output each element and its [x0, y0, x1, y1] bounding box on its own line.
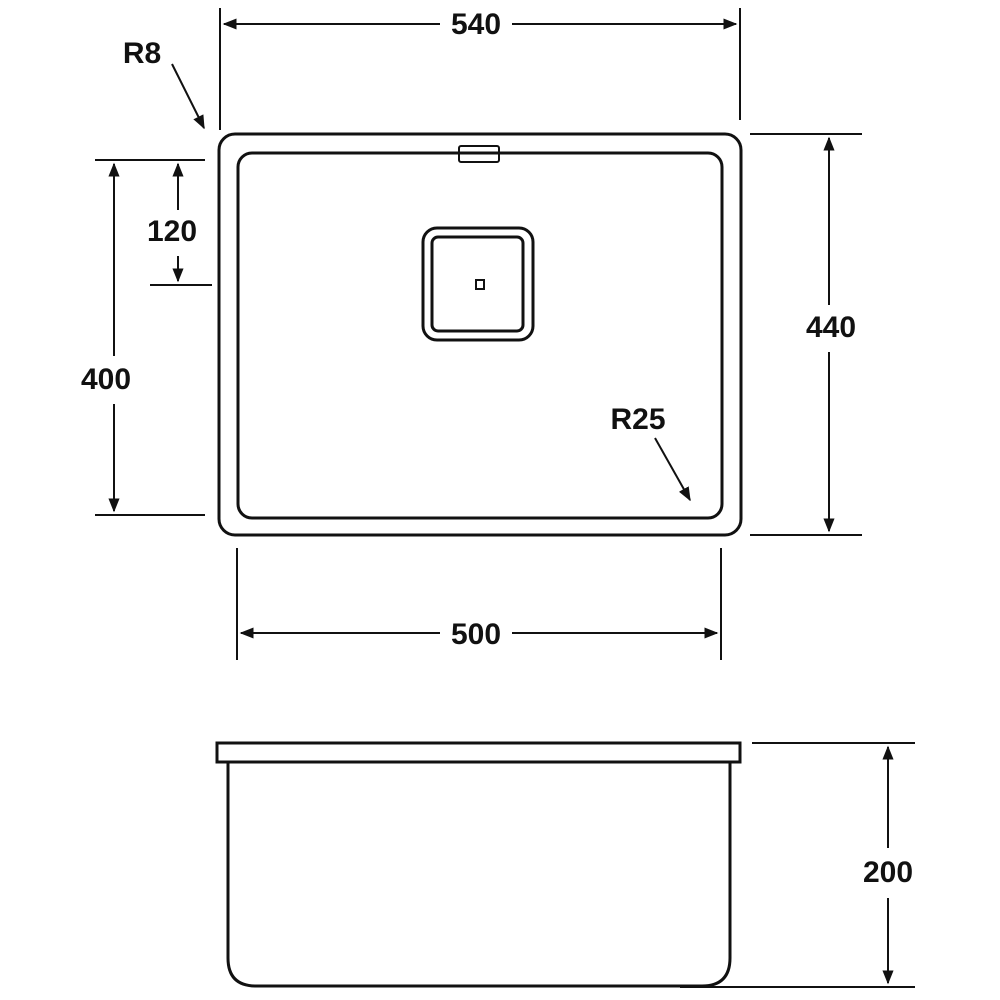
dimension-overall-depth: 440: [750, 133, 862, 536]
drain-outer: [421, 226, 535, 342]
dimension-bowl-width: 500: [236, 548, 722, 660]
dimension-label: 120: [147, 215, 197, 248]
sink-rim-profile: [215, 741, 742, 764]
drain-inner: [430, 235, 525, 333]
dimension-inner-radius: R25: [610, 403, 691, 502]
drain-center: [475, 279, 485, 290]
dimension-overall-width: 540: [219, 8, 741, 130]
dimension-label: 400: [81, 363, 131, 396]
bowl-profile: [226, 763, 732, 988]
dimension-label: 440: [806, 311, 856, 344]
dimension-label: 200: [863, 856, 913, 889]
dimension-label: 500: [451, 618, 501, 651]
dimension-label: R25: [610, 403, 665, 436]
overflow-slot: [458, 145, 500, 163]
side-view: [215, 741, 742, 988]
top-view: [217, 132, 743, 537]
sink-outer-rim: [217, 132, 743, 537]
dimension-label: R8: [123, 37, 161, 70]
dimension-drain-offset: 120: [147, 162, 212, 286]
dimension-bowl-height: 200: [680, 742, 915, 988]
dimension-label: 540: [451, 8, 501, 41]
dimension-outer-radius: R8: [123, 37, 205, 130]
dimension-bowl-depth: 400: [81, 159, 205, 516]
bowl-inner-edge: [236, 151, 724, 520]
